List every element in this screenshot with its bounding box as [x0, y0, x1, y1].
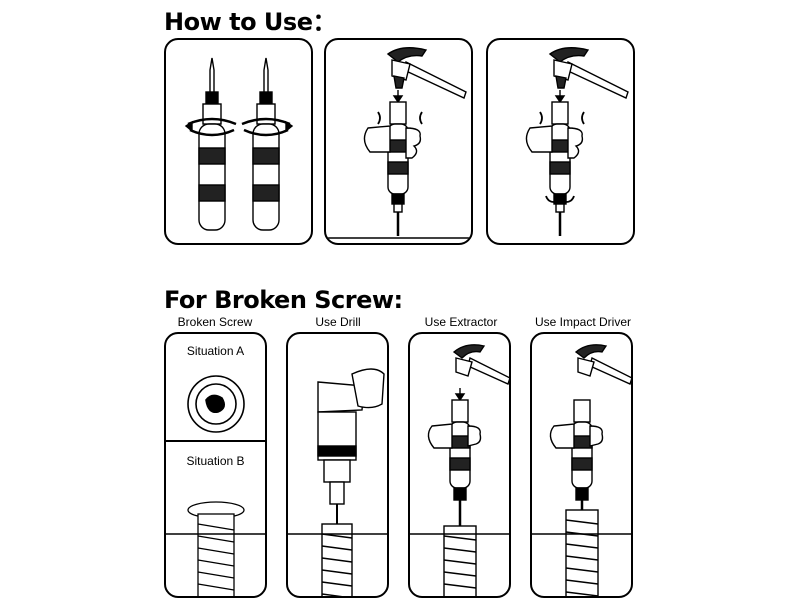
extractor-illustration: [410, 344, 509, 596]
panel-broken-screw: Situation A Situation B: [164, 332, 267, 598]
panel-rotate-tip: [164, 38, 313, 245]
how-to-use-title: How to Use：: [164, 8, 336, 36]
situation-divider: [166, 440, 265, 442]
hammer-rotate-illustration: [525, 47, 629, 236]
drill-illustration: [288, 368, 387, 596]
panel-hammer-drive: [324, 38, 473, 245]
panel-use-impact-driver: [530, 332, 633, 598]
panel-use-drill: [286, 332, 389, 598]
panel-hammer-rotate: [486, 38, 635, 245]
caption-use-drill: Use Drill: [315, 315, 361, 329]
situation-b-label: Situation B: [186, 454, 245, 468]
panel-use-extractor: [408, 332, 511, 598]
caption-broken-screw: Broken Screw: [177, 315, 253, 329]
impact-driver-illustration: [532, 344, 631, 596]
caption-use-impact-driver: Use Impact Driver: [534, 315, 632, 329]
broken-screw-illustration: [166, 375, 265, 596]
broken-screw-title: For Broken Screw:: [164, 286, 403, 314]
rotate-tip-illustration: [184, 57, 294, 231]
caption-use-extractor: Use Extractor: [424, 315, 498, 329]
situation-a-label: Situation A: [186, 344, 245, 358]
hammer-drive-illustration: [326, 47, 471, 239]
